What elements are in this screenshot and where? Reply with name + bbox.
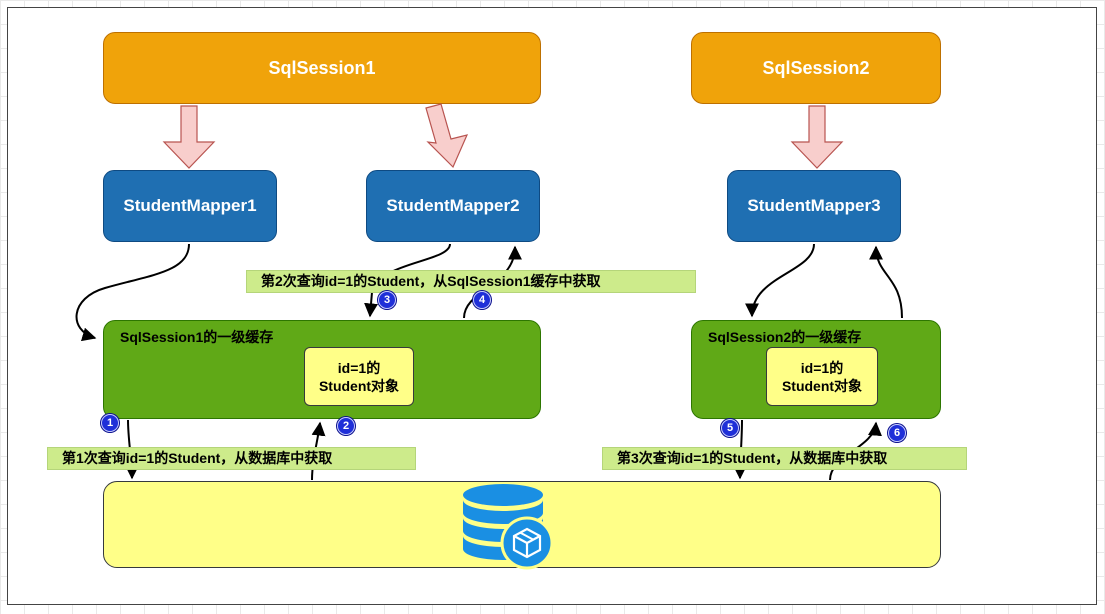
sqlsession1-box: SqlSession1 bbox=[103, 32, 541, 104]
query1-label: 第1次查询id=1的Student，从数据库中获取 bbox=[47, 447, 416, 470]
step-badge-3: 3 bbox=[378, 291, 396, 309]
sqlsession2-label: SqlSession2 bbox=[762, 57, 870, 78]
studentmapper1-box: StudentMapper1 bbox=[103, 170, 277, 242]
step-badge-1: 1 bbox=[101, 414, 119, 432]
sqlsession1-label: SqlSession1 bbox=[268, 57, 376, 78]
studentmapper2-box: StudentMapper2 bbox=[366, 170, 540, 242]
studentmapper3-label: StudentMapper3 bbox=[747, 196, 881, 215]
step-badge-5: 5 bbox=[721, 419, 739, 437]
step-badge-4: 4 bbox=[473, 291, 491, 309]
database-box bbox=[103, 481, 941, 568]
cache1-object-line2: Student对象 bbox=[318, 377, 400, 394]
studentmapper3-box: StudentMapper3 bbox=[727, 170, 901, 242]
cache2-student-object: id=1的 Student对象 bbox=[766, 347, 878, 406]
sqlsession2-cache-title: SqlSession2的一级缓存 bbox=[708, 329, 862, 345]
query2-label: 第2次查询id=1的Student，从SqlSession1缓存中获取 bbox=[246, 270, 696, 293]
studentmapper2-label: StudentMapper2 bbox=[386, 196, 520, 215]
step-badge-2: 2 bbox=[337, 417, 355, 435]
cache1-student-object: id=1的 Student对象 bbox=[304, 347, 414, 406]
studentmapper1-label: StudentMapper1 bbox=[123, 196, 257, 215]
cache1-object-line1: id=1的 bbox=[337, 359, 381, 376]
cache2-object-line1: id=1的 bbox=[800, 359, 844, 376]
sqlsession2-box: SqlSession2 bbox=[691, 32, 941, 104]
cache2-object-line2: Student对象 bbox=[781, 377, 863, 394]
query3-label: 第3次查询id=1的Student，从数据库中获取 bbox=[602, 447, 967, 470]
sqlsession1-cache-title: SqlSession1的一级缓存 bbox=[120, 329, 274, 345]
step-badge-6: 6 bbox=[888, 424, 906, 442]
